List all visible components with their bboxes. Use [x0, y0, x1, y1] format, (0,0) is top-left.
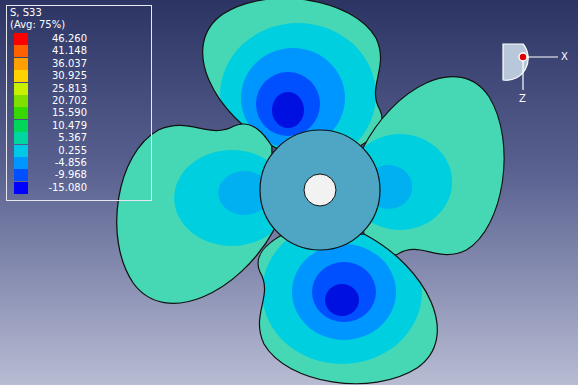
color-swatch	[14, 107, 28, 119]
legend-title: S, S33	[10, 7, 42, 19]
contour-value: 41.148	[32, 45, 87, 57]
color-swatch	[14, 132, 28, 144]
legend-subtitle: (Avg: 75%)	[10, 19, 65, 31]
color-swatch	[14, 145, 28, 157]
contour-value: -9.968	[32, 169, 87, 181]
contour-value: 46.260	[32, 33, 87, 45]
color-swatch	[14, 83, 28, 95]
contour-value: 15.590	[32, 107, 87, 119]
axis-label: X	[561, 51, 568, 63]
shaft-hole	[304, 174, 336, 206]
contour-value: 5.367	[32, 132, 87, 144]
contour-value: 20.702	[32, 95, 87, 107]
hub	[260, 130, 380, 250]
view-triad	[503, 44, 558, 90]
color-swatch	[14, 45, 28, 57]
color-swatch	[14, 169, 28, 181]
color-swatch	[14, 70, 28, 82]
color-swatch	[14, 95, 28, 107]
contour-value: -4.856	[32, 157, 87, 169]
contour-value: 25.813	[32, 83, 87, 95]
color-swatch	[14, 157, 28, 169]
color-swatch	[14, 58, 28, 70]
contour-value: -15.080	[32, 182, 87, 194]
contour-value: 0.255	[32, 145, 87, 157]
color-swatch	[14, 33, 28, 45]
axis-label: Z	[519, 93, 526, 105]
contour-value: 36.037	[32, 58, 87, 70]
color-swatch	[14, 120, 28, 132]
contour-value: 30.925	[32, 70, 87, 82]
contour-value: 10.479	[32, 120, 87, 132]
color-swatch	[14, 182, 28, 194]
